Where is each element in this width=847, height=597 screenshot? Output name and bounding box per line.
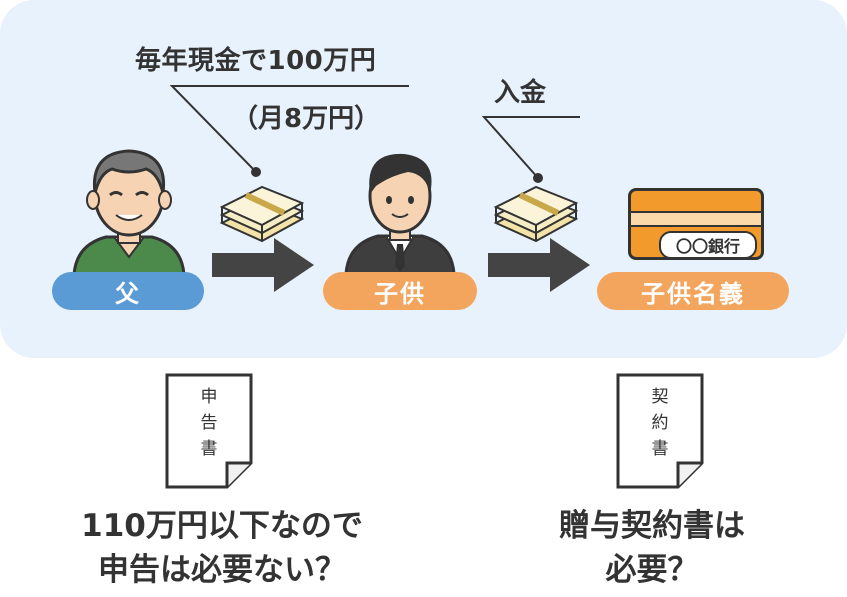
callout-lines: [169, 85, 580, 183]
question-line: 申告は必要ない？: [98, 552, 346, 588]
question-line: 贈与契約書は: [559, 508, 745, 544]
contract-char-2: 約: [651, 413, 669, 433]
document-shape: [165, 373, 253, 489]
contract-char-1: 契: [651, 387, 669, 407]
contract-question: 贈与契約書は 必要？: [532, 504, 772, 592]
tax-return-question: 110万円以下なので 申告は必要ない？: [42, 504, 402, 592]
document-shape: [616, 373, 704, 489]
tax-return-document-icon: 申 告 書: [165, 373, 253, 489]
bankbook-stripe: [631, 211, 761, 227]
cash-stack-icon: [219, 185, 305, 243]
cash-stack-icon: [493, 185, 579, 243]
transfer-amount-label: 毎年現金で100万円: [135, 46, 377, 76]
arrow-right-icon: [212, 238, 314, 292]
father-avatar: [72, 149, 186, 275]
bankbook-icon: 〇〇銀行: [628, 188, 764, 260]
account-holder-label: 子供名義: [597, 272, 789, 310]
tax-return-char-1: 申: [200, 387, 218, 407]
father-label: 父: [52, 272, 204, 310]
arrow-right-icon: [488, 238, 590, 292]
contract-char-3: 書: [651, 439, 669, 459]
tax-return-char-2: 告: [200, 413, 218, 433]
bank-name: 〇〇銀行: [659, 231, 757, 259]
child-label: 子供: [323, 272, 477, 310]
monthly-amount-label: （月8万円）: [232, 104, 381, 134]
tax-return-char-3: 書: [200, 439, 218, 459]
deposit-label: 入金: [494, 78, 547, 108]
gift-contract-document-icon: 契 約 書: [616, 373, 704, 489]
question-line: 110万円以下なので: [81, 508, 363, 544]
question-line: 必要？: [605, 552, 699, 588]
child-avatar: [344, 153, 456, 274]
